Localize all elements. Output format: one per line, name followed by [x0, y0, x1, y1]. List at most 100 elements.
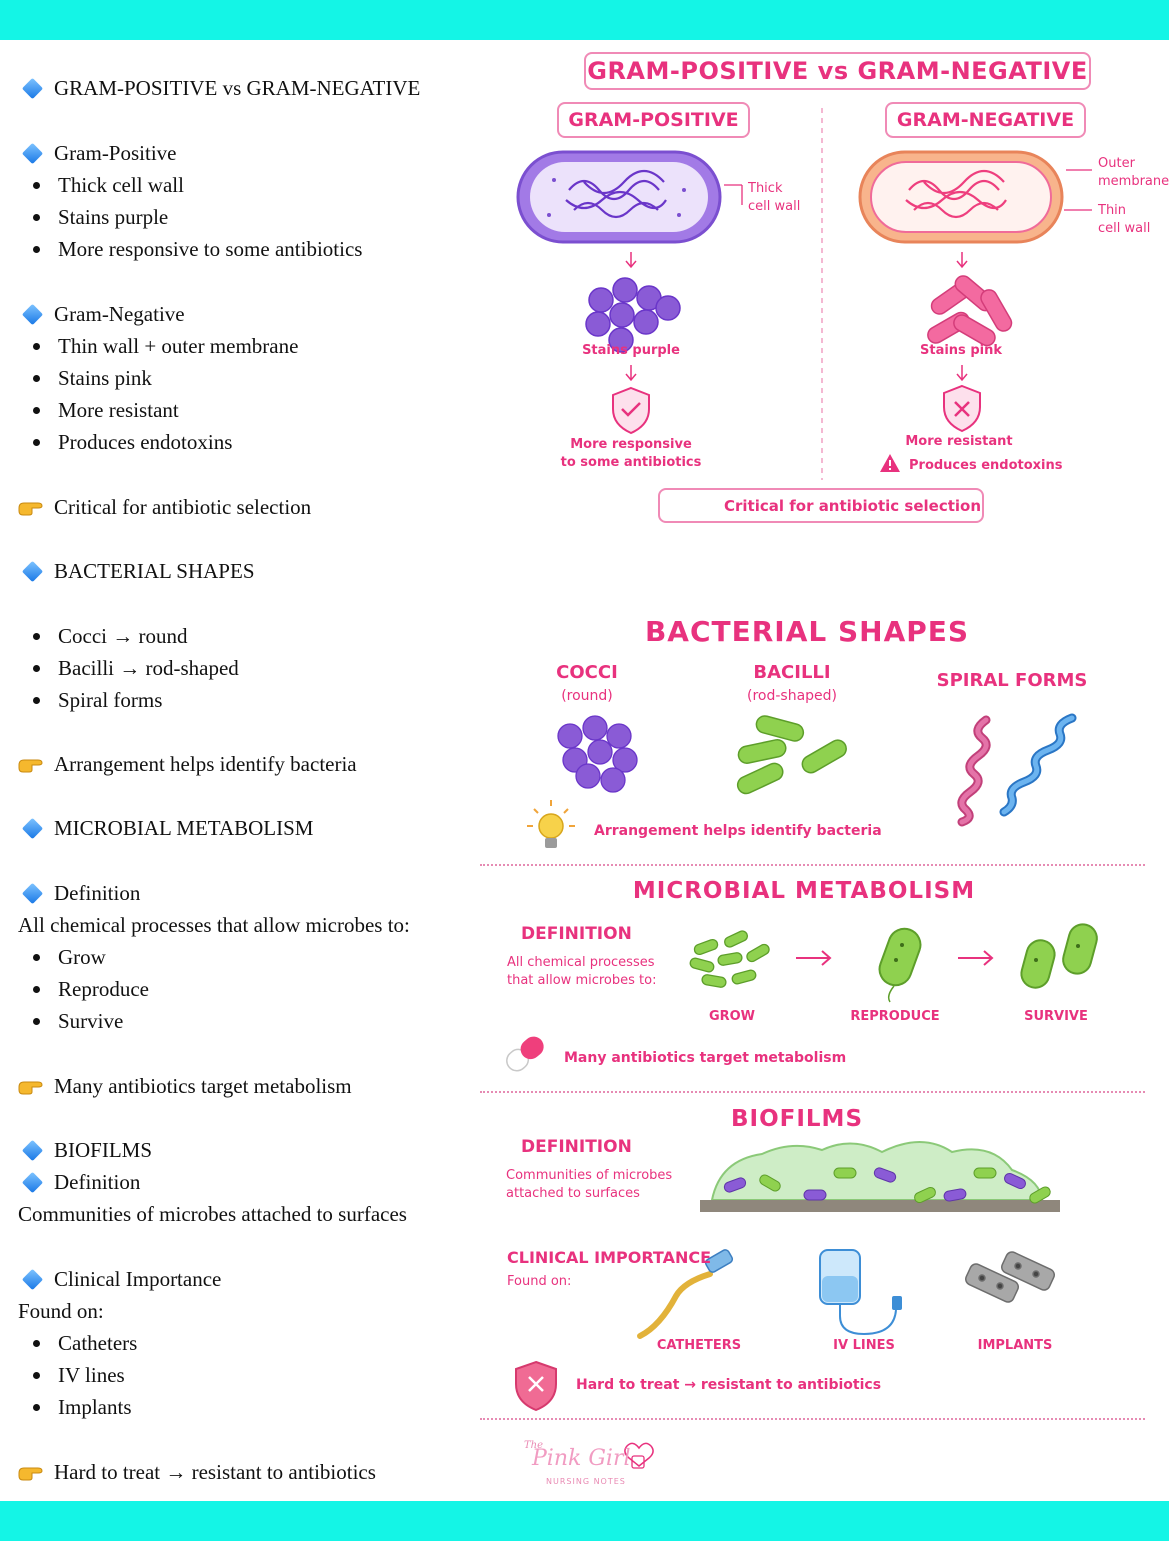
- list-item: More responsive to some antibiotics: [32, 237, 363, 261]
- thin-wall-label: Thin cell wall: [1098, 203, 1151, 236]
- infographic: GRAM-POSITIVE vs GRAM-NEGATIVE GRAM-POSI…: [474, 40, 1169, 1501]
- list-item: Grow: [33, 945, 106, 969]
- check-shield-icon: [612, 386, 650, 435]
- survive-bacteria-icon: [1020, 923, 1098, 989]
- gram-note: Critical for antibiotic selection: [18, 495, 311, 519]
- gram-negative-cell-icon: [858, 150, 1064, 244]
- biofilm-definition-heading: Definition: [20, 1170, 140, 1194]
- stains-purple-label: Stains purple: [582, 343, 680, 358]
- top-band: [0, 0, 1169, 40]
- found-on-label: Found on:: [507, 1274, 572, 1289]
- catheter-icon: [637, 1249, 734, 1339]
- more-resistant-label: More resistant: [905, 434, 1013, 449]
- gram-title: GRAM-POSITIVE vs GRAM-NEGATIVE: [587, 57, 1088, 85]
- thick-wall-label: Thick cell wall: [748, 181, 801, 214]
- metabolism-heading: MICROBIAL METABOLISM: [20, 816, 313, 840]
- shapes-note: Arrangement helps identify bacteria: [18, 752, 357, 776]
- list-item: More resistant: [33, 398, 179, 422]
- arrangement-note: Arrangement helps identify bacteria: [594, 823, 882, 839]
- catheters-label: CATHETERS: [656, 1338, 742, 1353]
- metabolism-definition-label: DEFINITION: [521, 924, 632, 944]
- gram-positive-heading: Gram-Positive: [20, 141, 176, 165]
- metabolism-note: Many antibiotics target metabolism: [18, 1074, 352, 1098]
- blue-diamond-icon: [21, 882, 44, 905]
- gram-negative-label: GRAM-NEGATIVE: [896, 109, 1075, 131]
- gram-negative-heading: Gram-Negative: [20, 302, 185, 326]
- found-on-text: Found on:: [18, 1299, 104, 1323]
- list-item: Thin wall + outer membrane: [32, 334, 299, 358]
- list-item: Catheters: [32, 1331, 138, 1355]
- notes-column: GRAM-POSITIVE vs GRAM-NEGATIVE Gram-Posi…: [0, 40, 470, 1501]
- spiral-label: SPIRAL FORMS: [936, 670, 1088, 691]
- implants-icon: [965, 1251, 1055, 1303]
- biofilm-note: Hard to treat → resistant to antibiotics: [18, 1460, 376, 1484]
- clinical-importance-label: CLINICAL IMPORTANCE: [507, 1248, 712, 1267]
- critical-label: Critical for antibiotic selection: [724, 497, 982, 515]
- list-item: Produces endotoxins: [32, 430, 233, 454]
- metabolism-definition-heading: Definition: [20, 881, 140, 905]
- pointing-hand-icon: [18, 759, 43, 773]
- metabolism-note: Many antibiotics target metabolism: [564, 1050, 847, 1066]
- biofilms-heading: BIOFILMS: [20, 1138, 152, 1162]
- biofilm-note: Hard to treat → resistant to antibiotics: [576, 1377, 882, 1393]
- shapes-heading: BACTERIAL SHAPES: [20, 559, 255, 583]
- pointing-hand-icon: [18, 1081, 43, 1095]
- blue-diamond-icon: [21, 1139, 44, 1162]
- grow-label: GROW: [708, 1009, 756, 1024]
- list-item: Spiral forms: [32, 688, 163, 712]
- bacilli-sub-label: (rod-shaped): [746, 688, 837, 704]
- warning-icon: [880, 454, 900, 472]
- gram-positive-label: GRAM-POSITIVE: [568, 109, 739, 131]
- pill-capsule-icon: [506, 1036, 544, 1072]
- blue-diamond-icon: [21, 1268, 44, 1291]
- metabolism-definition-text: All chemical processes that allow microb…: [507, 955, 657, 988]
- x-shield-icon: [515, 1360, 557, 1412]
- lightbulb-icon: [527, 800, 575, 848]
- iv-lines-label: IV LINES: [833, 1338, 895, 1353]
- biofilm-definition-text: Communities of microbes attached to surf…: [18, 1202, 407, 1226]
- metabolism-title: MICROBIAL METABOLISM: [632, 878, 976, 904]
- shapes-title: BACTERIAL SHAPES: [644, 615, 970, 648]
- list-item: Implants: [33, 1395, 132, 1419]
- more-responsive-label: More responsive to some antibiotics: [560, 437, 702, 470]
- pointing-hand-icon: [18, 502, 43, 516]
- blue-diamond-icon: [21, 560, 44, 583]
- pink-rods-icon: [927, 275, 1013, 347]
- section-divider: [480, 1418, 1145, 1420]
- logo-tag: NURSING NOTES: [546, 1477, 626, 1486]
- list-item: Bacilli → rod-shaped: [33, 656, 239, 680]
- biofilm-illustration-icon: [700, 1141, 1060, 1212]
- list-item: Stains pink: [33, 366, 152, 390]
- logo-heart-icon: [624, 1442, 654, 1469]
- biofilms-title: BIOFILMS: [730, 1106, 864, 1132]
- outer-membrane-label: Outer membrane: [1098, 156, 1169, 189]
- blue-diamond-icon: [21, 1171, 44, 1194]
- gram-title-box: [584, 52, 1091, 90]
- list-item: Cocci → round: [32, 624, 188, 648]
- pointing-hand-icon: [18, 1467, 43, 1481]
- blue-diamond-icon: [21, 77, 44, 100]
- spiral-forms-icon: [957, 713, 1077, 827]
- bacilli-rods-icon: [736, 715, 847, 795]
- logo-script: Pink Girl: [532, 1446, 631, 1471]
- x-shield-icon: [943, 384, 981, 433]
- blue-diamond-icon: [21, 817, 44, 840]
- list-item: Reproduce: [33, 977, 149, 1001]
- list-item: Thick cell wall: [33, 173, 184, 197]
- gram-positive-box: [557, 102, 750, 138]
- blue-diamond-icon: [21, 303, 44, 326]
- metabolism-definition-text: All chemical processes that allow microb…: [18, 913, 410, 937]
- gram-heading: GRAM-POSITIVE vs GRAM-NEGATIVE: [20, 76, 420, 100]
- list-item: Survive: [32, 1009, 124, 1033]
- arrow-right-icon: [796, 950, 994, 966]
- section-divider: [480, 864, 1145, 866]
- section-divider: [480, 1091, 1145, 1093]
- blue-diamond-icon: [21, 142, 44, 165]
- list-item: IV lines: [33, 1363, 125, 1387]
- logo-prefix: The: [524, 1440, 544, 1451]
- critical-box: [658, 488, 984, 523]
- infographic-artwork: [506, 108, 1098, 1469]
- bottom-band: [0, 1501, 1169, 1541]
- gram-positive-cell-icon: [516, 150, 722, 244]
- purple-cocci-cluster-icon: [585, 277, 681, 353]
